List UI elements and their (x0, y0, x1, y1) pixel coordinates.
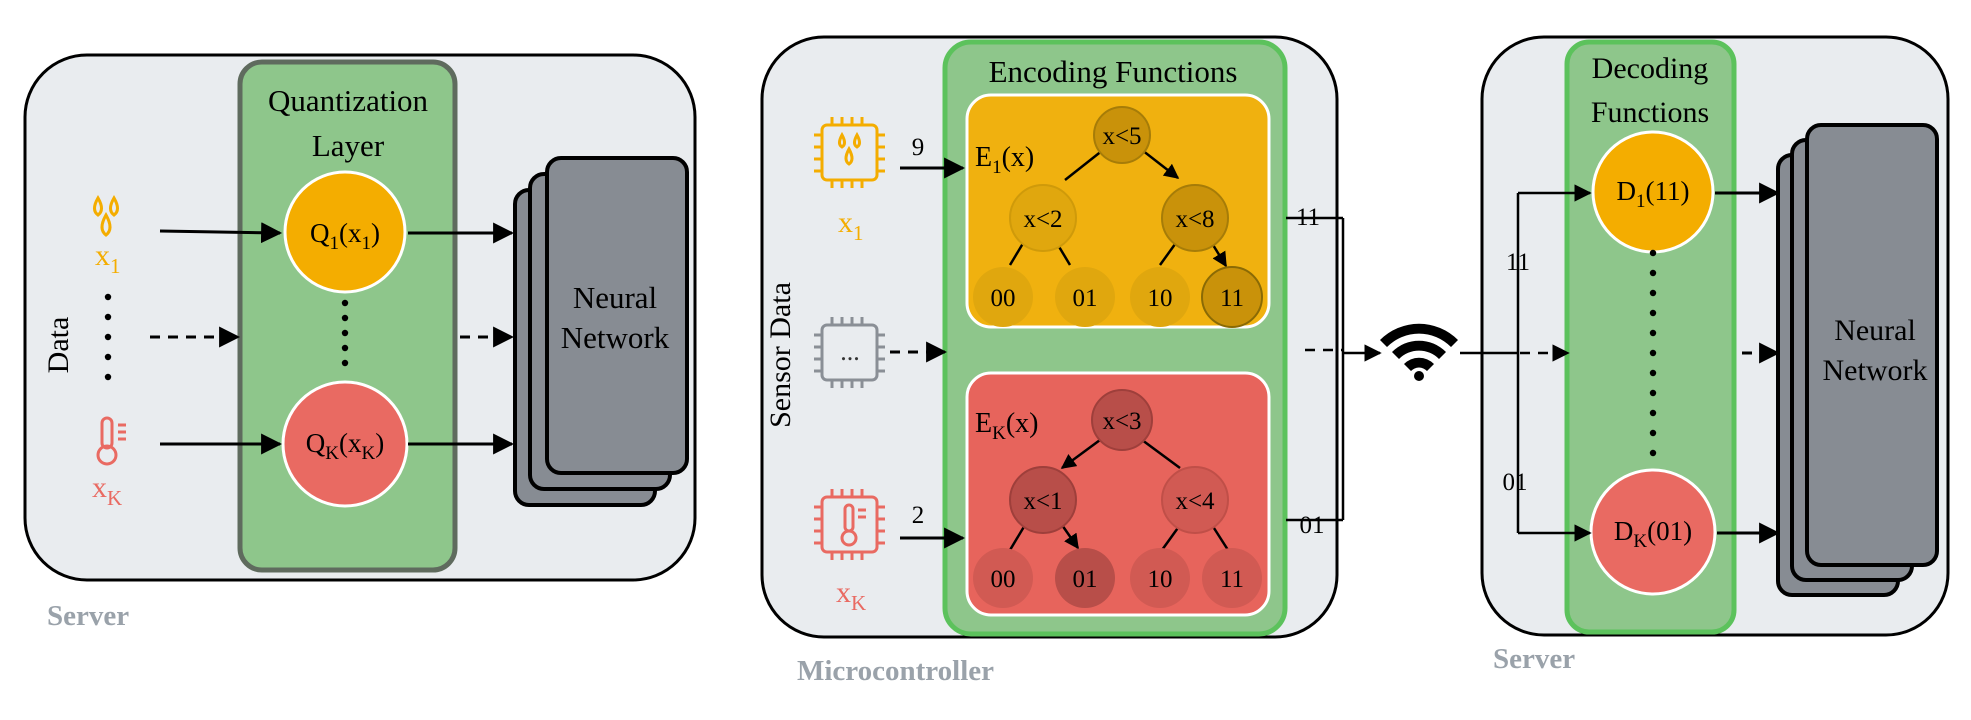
e1-root-node (1093, 106, 1151, 164)
left-server-label: Server (47, 600, 129, 632)
e1-leaf-10 (1130, 267, 1190, 327)
out-top-value: 11 (1296, 204, 1320, 231)
e1-left-label: x<2 (1023, 206, 1062, 233)
e1-leaf-01-label: 01 (1073, 285, 1098, 312)
right-nn-line2: Network (1823, 354, 1928, 387)
wifi-signal-icon (1380, 323, 1458, 381)
e1-right-label: x<8 (1175, 206, 1214, 233)
e1-leaf-00 (973, 267, 1033, 327)
ek-left-node (1009, 466, 1077, 534)
data-ellipsis (104, 293, 112, 381)
decoding-title-line1: Decoding (1592, 52, 1709, 85)
ek-label: EK(x) (975, 408, 1039, 444)
xk-left-label: xK (92, 471, 122, 510)
sensor-dots: ... (840, 337, 860, 366)
quantization-ellipsis (341, 299, 349, 367)
e1-leaf-11-label: 11 (1220, 285, 1244, 312)
ek-leaf-10-label: 10 (1148, 566, 1173, 593)
ek-leaf-01-label: 01 (1073, 566, 1098, 593)
transmission-lines (1286, 216, 1382, 522)
ek-right-label: x<4 (1175, 488, 1215, 515)
d1-label: D1(11) (1617, 176, 1690, 212)
ek-root-label: x<3 (1102, 408, 1141, 435)
e1-leaf-00-label: 00 (991, 285, 1016, 312)
quantization-title-line2: Layer (312, 128, 385, 163)
qk-label: QK(xK) (306, 428, 384, 464)
decoding-ellipsis (1649, 249, 1657, 457)
humidity-drops-icon (93, 195, 119, 237)
q1-label: Q1(x1) (310, 218, 380, 254)
ek-leaf-10 (1130, 548, 1190, 608)
right-server-label: Server (1493, 643, 1575, 675)
e1-root-label: x<5 (1102, 123, 1141, 150)
sensor-data-side-label: Sensor Data (764, 282, 797, 428)
xk-mid-label: xK (836, 576, 866, 615)
e1-label: E1(x) (975, 142, 1034, 178)
microchip-icon-thermometer (814, 489, 885, 560)
left-neural-network: Neural Network (513, 156, 689, 507)
ek-leaf-01 (1055, 548, 1115, 608)
microcontroller-label: Microcontroller (797, 655, 994, 687)
e1-leaf-11 (1201, 266, 1263, 328)
in-bottom-value: 01 (1503, 469, 1528, 496)
right-server-panel: Decoding Functions D1(11) DK(01) 11 01 (1460, 35, 1950, 675)
e1-right-node (1161, 184, 1229, 252)
right-neural-network: Neural Network (1776, 123, 1939, 597)
encoding-title: Encoding Functions (989, 54, 1238, 89)
left-nn-line1: Neural (573, 280, 657, 315)
quantization-title-line1: Quantization (268, 83, 429, 118)
x1-left-label: x1 (95, 239, 121, 278)
right-nn-line1: Neural (1834, 314, 1916, 347)
thermometer-icon (96, 416, 126, 466)
left-nn-line2: Network (561, 320, 670, 355)
q1-node (283, 170, 407, 294)
input-top-value: 9 (912, 134, 925, 161)
x1-mid-label: x1 (838, 206, 864, 245)
e1-leaf-01 (1055, 267, 1115, 327)
ek-left-label: x<1 (1023, 488, 1062, 515)
input-bottom-value: 2 (912, 502, 925, 529)
data-side-label: Data (42, 317, 75, 374)
in-top-value: 11 (1506, 249, 1530, 276)
ek-box (965, 371, 1271, 617)
ek-leaf-11 (1202, 548, 1262, 608)
ek-leaf-00-label: 00 (991, 566, 1016, 593)
microchip-icon-generic (814, 317, 885, 388)
out-bottom-value: 01 (1300, 512, 1325, 539)
ek-leaf-11-label: 11 (1220, 566, 1244, 593)
left-server-panel: Quantization Layer Q1(x1) QK(xK) Data x1 (23, 53, 697, 632)
decoding-title-line2: Functions (1591, 96, 1709, 129)
qk-node (281, 380, 409, 508)
ek-right-node (1161, 466, 1229, 534)
microcontroller-panel: Encoding Functions Sensor Data E1(x) x<5… (760, 35, 1339, 687)
e1-leaf-10-label: 10 (1148, 285, 1173, 312)
e1-box (965, 93, 1271, 329)
microchip-icon-humidity (814, 117, 885, 188)
ek-root-node (1091, 389, 1153, 451)
dk-label: DK(01) (1614, 516, 1692, 552)
e1-left-node (1009, 184, 1077, 252)
ek-leaf-00 (973, 548, 1033, 608)
